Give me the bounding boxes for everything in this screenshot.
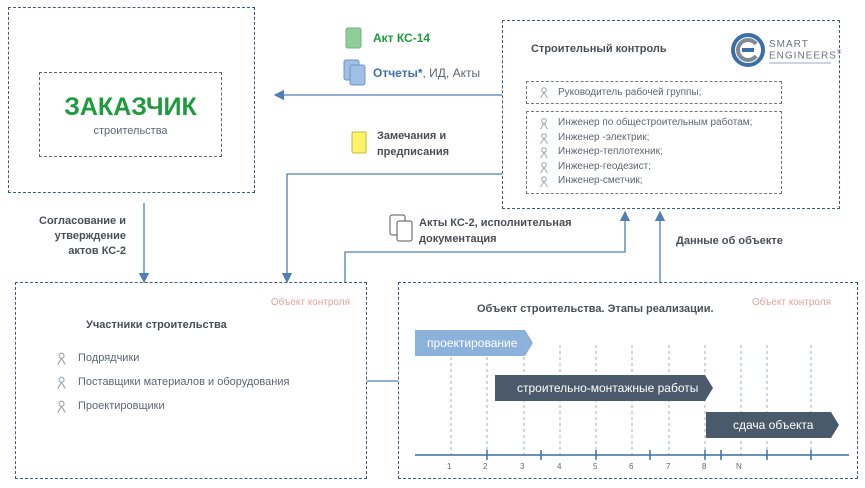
tick-label: 5 xyxy=(593,462,598,471)
reports-label: Отчеты*, ИД, Акты xyxy=(373,66,481,80)
engineers-box: Инженер по общестроительным работам; Инж… xyxy=(526,111,782,194)
tick-label: 7 xyxy=(666,462,671,471)
engineer-label: Инженер-геодезист; xyxy=(558,160,651,172)
participants-tag: Объект контроля xyxy=(270,297,350,308)
customer-inner-box: ЗАКАЗЧИК строительства xyxy=(39,72,222,157)
remarks-doc-icon xyxy=(351,131,367,154)
participants-box: Объект контроля Участники строительства … xyxy=(15,282,367,479)
engineer-label: Инженер-сметчик; xyxy=(558,175,643,186)
engineer-label: Инженер -электрик; xyxy=(558,131,650,143)
customer-subtitle: строительства xyxy=(93,125,168,137)
engineer-label: Инженер-теплотехник; xyxy=(558,146,663,157)
tick-label: N xyxy=(736,462,742,471)
person-icon xyxy=(540,161,548,173)
logo-tagline-stripe xyxy=(769,62,831,64)
act14-label: Акт КС-14 xyxy=(373,31,431,45)
customer-box: ЗАКАЗЧИК строительства xyxy=(8,7,255,193)
object-tag: Объект контроля xyxy=(751,297,831,308)
participants-title: Участники строительства xyxy=(86,319,227,331)
stage-label-design: проектирование xyxy=(427,336,518,350)
stage-label-handover: сдача объекта xyxy=(733,418,814,432)
person-icon xyxy=(540,132,548,144)
reports-doc-icon xyxy=(343,59,366,86)
participant-label: Поставщики материалов и оборудования xyxy=(78,376,290,388)
object-data-label: Данные об объекте xyxy=(676,235,783,247)
object-box: Объект контроля Объект строительства. Эт… xyxy=(398,282,858,479)
customer-title: ЗАКАЗЧИК xyxy=(64,93,197,121)
remarks-label: Замечания и предписания xyxy=(377,130,450,158)
stage-bar-construction xyxy=(495,375,713,401)
stage-label-construction: строительно-монтажные работы xyxy=(517,381,699,395)
stage-bar-design xyxy=(415,330,533,356)
person-icon xyxy=(540,147,548,159)
arrow-act2 xyxy=(344,210,631,282)
person-icon xyxy=(540,176,548,188)
person-icon xyxy=(57,376,66,389)
stage-bar-handover xyxy=(706,412,839,438)
logo-icon xyxy=(731,33,765,67)
engineer-label: Инженер по общестроительным работам; xyxy=(558,117,753,128)
timeline xyxy=(415,330,849,460)
arrow-remarks xyxy=(281,173,502,284)
logo-line2: ENGINEERS® xyxy=(769,50,843,62)
control-box: Строительный контроль SMART ENGINEERS® Р… xyxy=(502,20,843,209)
tick-label: 1 xyxy=(447,462,452,471)
person-icon xyxy=(540,118,548,130)
control-title: Строительный контроль xyxy=(531,43,667,55)
tick-label: 4 xyxy=(557,462,562,471)
smart-engineers-logo: SMART ENGINEERS® xyxy=(731,33,843,69)
person-icon xyxy=(57,352,66,365)
tick-label: 6 xyxy=(629,462,634,471)
lead-box: Руководитель рабочей группы; xyxy=(526,81,782,104)
participant-label: Подрядчики xyxy=(78,352,140,364)
approval-label: Согласование и утверждение актов КС-2 xyxy=(39,215,126,257)
act14-doc-icon xyxy=(345,27,362,49)
timeline-tick-marks xyxy=(486,450,812,460)
person-icon xyxy=(540,87,548,99)
participant-label: Проектировщики xyxy=(78,400,165,412)
act2-doc-icon xyxy=(389,214,413,242)
tick-label: 3 xyxy=(520,462,525,471)
tick-label: 8 xyxy=(702,462,707,471)
logo-line1: SMART xyxy=(769,39,809,50)
person-icon xyxy=(57,400,66,413)
object-title: Объект строительства. Этапы реализации. xyxy=(477,303,714,315)
tick-label: 2 xyxy=(483,462,488,471)
lead-label: Руководитель рабочей группы; xyxy=(558,87,702,98)
act2-label: Акты КС-2, исполнительная документация xyxy=(419,217,572,245)
